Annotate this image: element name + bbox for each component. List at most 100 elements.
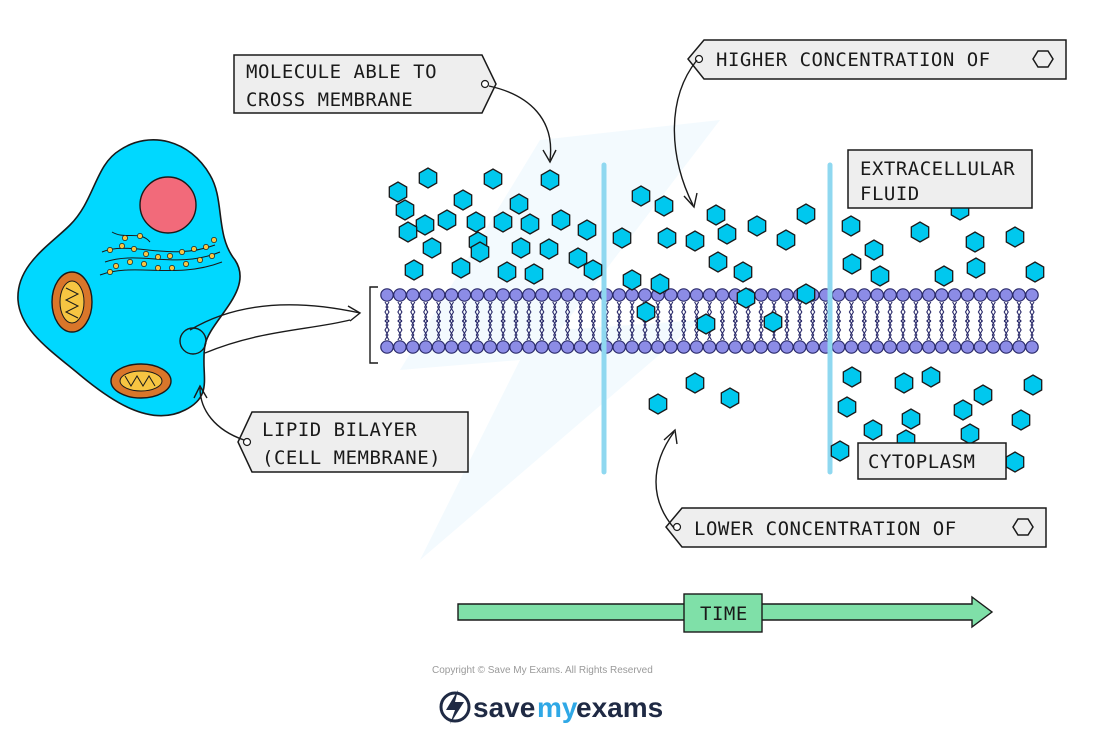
molecule-hexagon	[453, 189, 473, 211]
molecule-hexagon	[1025, 261, 1045, 283]
brand-my: my	[537, 692, 578, 723]
phospholipid-head	[547, 340, 562, 354]
higher-pointer-head	[683, 192, 698, 209]
molecule-hexagon	[622, 269, 642, 291]
molecule-hexagon	[685, 230, 705, 252]
phospholipid-head	[483, 288, 497, 302]
molecule-hexagon	[551, 209, 571, 231]
phospholipid-head	[676, 340, 691, 354]
zoom-line-bottom	[204, 319, 351, 354]
molecule-hexagon	[870, 265, 890, 287]
phospholipid-head	[947, 340, 962, 354]
phospholipid-head	[831, 288, 846, 302]
phospholipid-head	[405, 288, 420, 302]
molecule-hexagon	[509, 193, 529, 215]
phospholipid-head	[1012, 288, 1026, 302]
phospholipid-head	[947, 288, 962, 302]
lipid-label-line1: LIPID BILAYER	[262, 419, 417, 441]
molecule-hexagon	[398, 221, 418, 243]
molecule-hexagon	[1005, 451, 1025, 473]
molecule-hexagon	[657, 227, 677, 249]
phospholipid-head	[909, 288, 923, 302]
molecule-hexagon	[747, 215, 767, 237]
phospholipid-head	[522, 340, 536, 354]
molecule-hexagon	[763, 311, 783, 333]
molecule-hexagon	[437, 209, 457, 231]
phospholipid-head	[380, 288, 394, 302]
nucleus	[139, 176, 197, 234]
phospholipid-head	[831, 340, 846, 354]
phospholipid-head	[509, 288, 523, 302]
molecule-hexagon	[388, 181, 408, 203]
molecule-hexagon	[965, 231, 985, 253]
watermark	[400, 120, 720, 560]
phospholipid-head	[470, 288, 485, 302]
molecule-hexagon	[404, 259, 424, 281]
molecule-hexagon	[864, 239, 884, 261]
molecule-hexagon	[708, 251, 728, 273]
phospholipid-head	[496, 340, 510, 354]
phospholipid-head	[934, 340, 949, 354]
molecule-hexagon	[685, 372, 705, 394]
molecule-hexagon	[470, 241, 490, 263]
phospholipid-head	[715, 288, 730, 302]
molecule-hexagon	[953, 399, 973, 421]
phospholipid-head	[999, 340, 1013, 354]
phospholipid-head	[393, 288, 407, 302]
label-lower-concentration: LOWER CONCENTRATION OF	[665, 507, 1047, 548]
phospholipid-head	[883, 340, 897, 354]
cytoplasm-label-text: CYTOPLASM	[868, 451, 975, 473]
molecule-hexagon	[842, 366, 862, 388]
phospholipid-head	[973, 340, 988, 354]
phospholipid-head	[792, 340, 807, 354]
phospholipid-head	[431, 288, 446, 302]
phospholipid-head	[509, 340, 523, 354]
molecule-hexagon	[466, 211, 486, 233]
phospholipid-head	[625, 340, 639, 354]
molecule-hexagon	[842, 253, 862, 275]
phospholipid-head	[921, 340, 936, 354]
molecule-hexagon	[415, 214, 435, 236]
higher-label-text: HIGHER CONCENTRATION OF	[716, 49, 991, 71]
label-lipid-bilayer: LIPID BILAYER (CELL MEMBRANE)	[237, 411, 469, 473]
molecule-hexagon	[497, 261, 517, 283]
molecule-hexagon	[863, 419, 883, 441]
animal-cell	[17, 139, 241, 417]
endoplasmic-reticulum	[99, 231, 223, 276]
molecule-hexagon	[451, 257, 471, 279]
phospholipid-head	[612, 340, 626, 354]
molecule-hexagon	[631, 185, 651, 207]
lower-label-text: LOWER CONCENTRATION OF	[694, 518, 957, 540]
phospholipid-head	[767, 288, 781, 302]
phospholipid-head	[534, 340, 549, 354]
mitochondrion-1	[51, 271, 93, 333]
molecule-hexagon	[776, 229, 796, 251]
molecule-hexagon	[696, 313, 716, 335]
phospholipid-head	[754, 340, 768, 354]
phospholipid-head	[702, 340, 717, 354]
molecule-hexagon	[539, 238, 559, 260]
molecule-label-line1: MOLECULE ABLE TO	[246, 61, 437, 83]
molecule-hexagon	[418, 167, 438, 189]
phospholipid-head	[870, 288, 884, 302]
phospholipid-bilayer	[380, 288, 1039, 354]
phospholipid-head	[857, 340, 872, 354]
molecule-hexagon	[636, 301, 656, 323]
phospholipid-head	[896, 288, 910, 302]
phospholipid-head	[805, 340, 820, 354]
molecule-hexagon	[493, 211, 513, 233]
molecule-hexagon	[830, 440, 850, 462]
molecule-hexagon	[921, 366, 941, 388]
molecule-hexagon	[841, 215, 861, 237]
label-extracellular-fluid: EXTRACELLULAR FLUID	[847, 149, 1033, 209]
lipid-pointer	[199, 387, 245, 441]
phospholipid-head	[612, 288, 626, 302]
extracellular-label-line1: EXTRACELLULAR	[860, 158, 1015, 180]
molecule-hexagon	[540, 169, 560, 191]
molecule-hexagon	[910, 221, 930, 243]
phospholipid-head	[638, 340, 652, 354]
phospholipid-head	[470, 340, 485, 354]
phospholipid-head	[728, 340, 743, 354]
lipid-label-line2: (CELL MEMBRANE)	[262, 447, 441, 469]
phospholipid-head	[573, 288, 588, 302]
